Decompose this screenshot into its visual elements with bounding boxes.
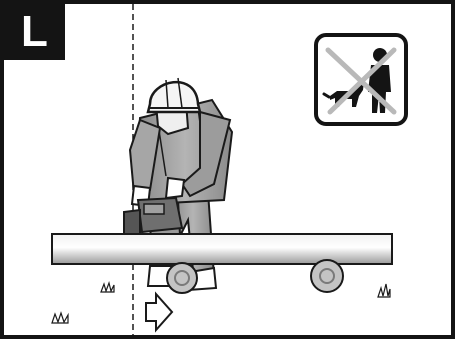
log-roller-right [311, 260, 343, 292]
log-roller-left [167, 263, 197, 293]
log [52, 234, 392, 264]
panel-letter-label: L [4, 4, 65, 60]
no-bystanders-or-animals-icon [316, 35, 406, 124]
